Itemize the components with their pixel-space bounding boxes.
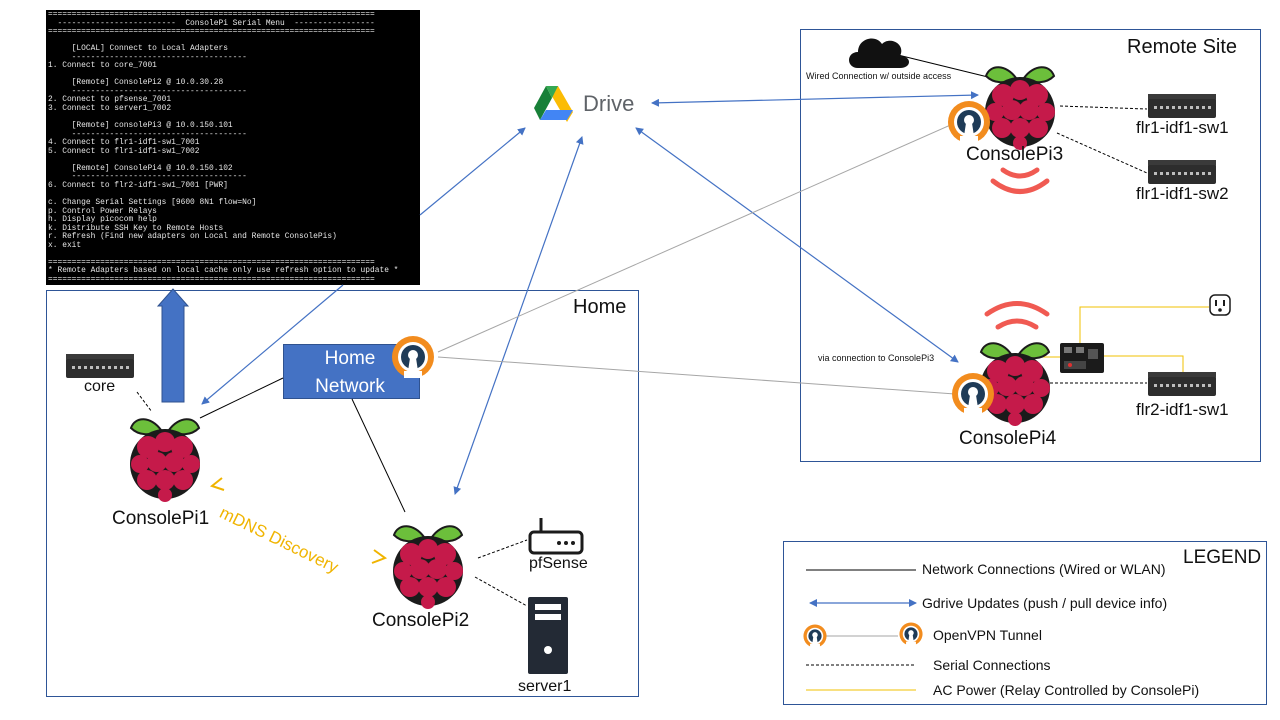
mdns-arrowhead-left [209,477,225,491]
power-relay-icon [1060,343,1104,373]
serial-flr1-sw1 [1059,105,1148,110]
openvpn-legend-right-icon [899,622,923,646]
serial-menu-terminal: ========================================… [46,10,420,285]
terminal-line: 4. Connect to flr1-idf1-sw1_7001 [48,138,200,148]
remote-site-title: Remote Site [1127,36,1238,58]
terminal-line: [LOCAL] Connect to Local Adapters [48,44,228,54]
ac-power-switch [1103,355,1184,374]
cloud-icon [849,38,909,68]
flr1-idf1-sw2-label: flr1-idf1-sw2 [1136,184,1229,203]
pfsense-label: pfSense [529,555,588,572]
core-label: core [84,378,116,395]
legend-network-label: Network Connections (Wired or WLAN) [922,561,1166,577]
home-title: Home [573,296,627,318]
terminal-line: [Remote] ConsolePi2 @ 10.0.30.28 [48,78,224,88]
legend-ac-label: AC Power (Relay Controlled by ConsolePi) [933,682,1200,698]
terminal-line: c. Change Serial Settings [9600 8N1 flow… [48,198,257,208]
server-icon [528,597,568,674]
consolepi1-label: ConsolePi1 [112,508,210,529]
terminal-line: 2. Connect to pfsense_7001 [48,95,172,105]
terminal-line: >> [48,284,418,285]
terminal-line: [Remote] ConsolePi4 @ 10.0.150.102 [48,163,233,173]
home-region [46,290,639,697]
terminal-line: ========================================… [48,274,375,284]
wifi-consolepi3-icon [990,167,1050,194]
terminal-line: ------------------------------------- [48,172,247,182]
flr2-idf1-sw1-switch-icon [1148,372,1216,396]
terminal-line: [Remote] consolePi3 @ 10.0.150.101 [48,121,233,131]
net-cloud-consolepi3 [897,54,993,79]
openvpn-consolepi4-icon [952,373,994,415]
google-drive-icon [534,86,573,122]
server1-label: server1 [518,678,572,695]
terminal-line: ------------------------------------- [48,52,247,62]
terminal-line: 1. Connect to core_7001 [48,61,157,71]
consolepi4-label: ConsolePi4 [959,428,1057,449]
ac-power-outlet [1079,306,1209,345]
terminal-line: k. Distribute SSH Key to Remote Hosts [48,223,224,233]
legend-serial-label: Serial Connections [933,657,1051,673]
terminal-line: 5. Connect to flr1-idf1-sw1_7002 [48,146,200,156]
flr1-idf1-sw1-switch-icon [1148,94,1216,118]
terminal-line: ------------------------------------- [48,129,247,139]
terminal-line: ------------------------------------- [48,86,247,96]
gdrive-arrow-consolepi1 [201,284,344,405]
flr1-idf1-sw2-switch-icon [1148,160,1216,184]
drive-label: Drive [583,91,635,116]
router-icon [528,518,584,555]
openvpn-legend-left-icon [803,624,827,648]
serial-pfsense [477,539,528,559]
consolepi3-label: ConsolePi3 [966,144,1064,165]
consolepi3-icon [984,66,1056,151]
terminal-line: 3. Connect to server1_7002 [48,104,172,114]
flr1-idf1-sw1-label: flr1-idf1-sw1 [1136,118,1229,137]
legend-openvpn-label: OpenVPN Tunnel [933,627,1042,643]
wifi-consolepi4-icon [984,301,1050,330]
net-home-consolepi2 [351,398,406,513]
vpn-home-consolepi3 [437,122,956,353]
flr2-idf1-sw1-label: flr2-idf1-sw1 [1136,400,1229,419]
via-connection-label: via connection to ConsolePi3 [818,353,935,363]
openvpn-consolepi3-icon [948,101,990,143]
terminal-line: h. Display picocom help [48,215,157,225]
legend-gdrive-label: Gdrive Updates (push / pull device info) [922,595,1168,611]
net-home-consolepi1 [199,377,284,419]
gdrive-arrow-consolepi4 [635,127,959,363]
terminal-line: 6. Connect to flr2-idf1-sw1_7001 [PWR] [48,180,228,190]
power-outlet-icon [1209,294,1231,316]
terminal-line: * Remote Adapters based on local cache o… [48,266,399,276]
terminal-line: ------------------------- ConsolePi Seri… [48,18,375,28]
wired-connection-label: Wired Connection w/ outside access [806,71,952,81]
home-network-line1: Home [324,348,376,369]
gdrive-arrow-consolepi3 [651,91,979,107]
vpn-home-consolepi4 [437,356,956,395]
gdrive-arrow-consolepi2 [453,136,584,495]
openvpn-home-icon [392,336,434,378]
mdns-arrowhead-right [371,549,388,564]
upload-arrow [156,288,190,403]
core-switch-icon [66,354,134,378]
legend-title: LEGEND [1183,547,1262,568]
terminal-line: r. Refresh (Find new adapters on Local a… [48,232,337,242]
legend-box [783,541,1267,705]
serial-core [136,391,153,413]
home-network-line2: Network [315,376,385,397]
consolepi2-icon [392,525,464,610]
terminal-line: ========================================… [48,10,375,19]
home-network-box: Home Network [283,344,420,399]
terminal-line: p. Control Power Relays [48,206,157,216]
consolepi1-icon [129,418,201,503]
serial-flr1-sw2 [1056,132,1148,174]
terminal-line: ========================================… [48,27,375,37]
consolepi2-label: ConsolePi2 [372,610,470,631]
terminal-line: x. exit [48,240,82,250]
terminal-line: ========================================… [48,257,375,267]
